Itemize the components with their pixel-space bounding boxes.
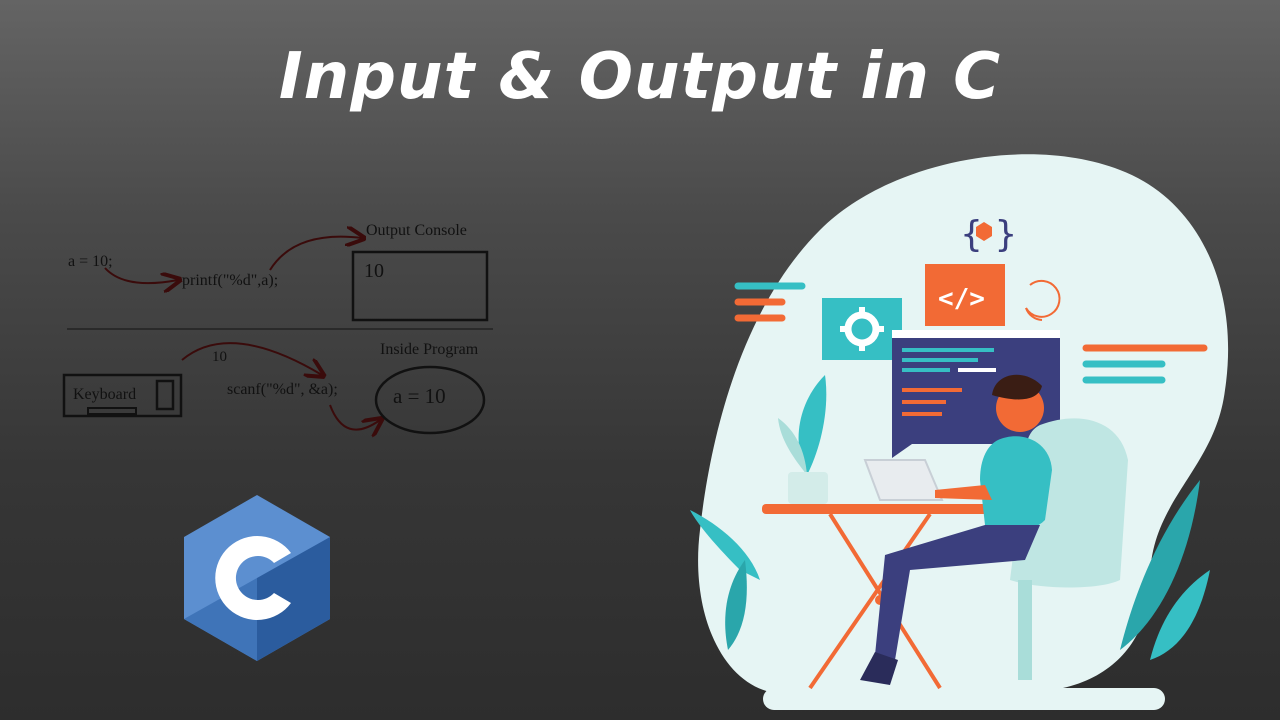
person-torso	[980, 436, 1052, 532]
keyboard-key-icon	[155, 379, 175, 411]
arrow-keyboard-to-scanf	[181, 342, 322, 375]
keyboard-spacebar-icon	[87, 407, 137, 415]
console-value: 10	[364, 260, 384, 282]
page-title: Input & Output in C	[278, 40, 1002, 114]
arrow-scanf-to-program	[329, 404, 380, 430]
program-value: a = 10	[393, 384, 446, 408]
arrow-assign-to-printf	[104, 267, 178, 283]
console-label: Output Console	[366, 222, 467, 239]
plant-icon	[798, 375, 827, 475]
person-legs	[875, 525, 1040, 660]
io-diagram: a = 10; printf("%d",a); Output Console 1…	[62, 222, 493, 460]
program-label: Inside Program	[380, 341, 479, 358]
keyboard-label: Keyboard	[73, 386, 136, 403]
keyboard-box	[62, 373, 183, 418]
arrow-printf-to-console	[269, 237, 362, 271]
laptop	[863, 459, 944, 501]
desk	[762, 504, 992, 514]
floor-bar	[763, 688, 1165, 710]
scanf-text: scanf("%d", &a);	[227, 381, 338, 398]
input-value: 10	[212, 349, 227, 365]
refresh-icon	[1025, 279, 1061, 321]
code-icon	[925, 264, 1005, 326]
developer-illustration: { } </>	[690, 154, 1229, 710]
svg-text:</>: </>	[938, 284, 985, 314]
program-ellipse	[374, 365, 486, 435]
assignment-text: a = 10;	[68, 253, 113, 270]
c-language-logo-icon	[184, 495, 330, 661]
printf-text: printf("%d",a);	[182, 272, 278, 289]
output-console-box	[351, 250, 489, 322]
